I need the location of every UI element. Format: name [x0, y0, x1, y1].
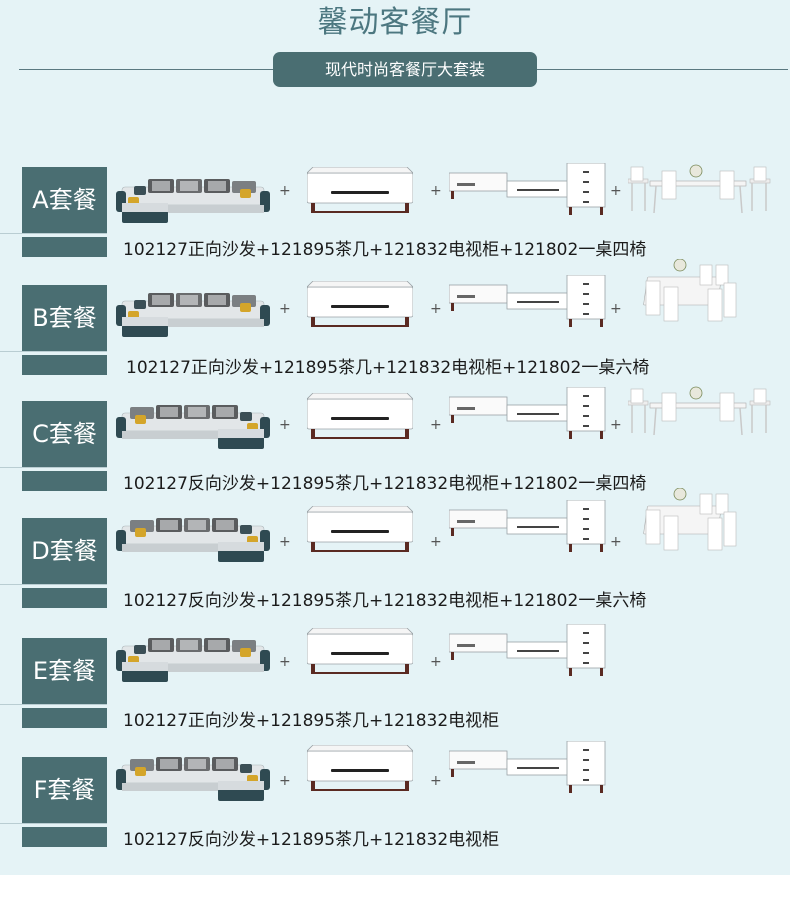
coffee-table-icon [307, 628, 413, 675]
sofa-icon [116, 404, 270, 450]
label-bar [22, 827, 107, 847]
coffee-table-icon [307, 281, 413, 328]
package-description: 102127反向沙发+121895茶几+121832电视柜 [123, 830, 500, 850]
label-divider [0, 584, 107, 585]
plus-sign: + [610, 183, 622, 199]
tv-cabinet-icon [449, 387, 606, 440]
plus-sign: + [610, 417, 622, 433]
coffee-table-icon [307, 745, 413, 792]
sofa-icon [116, 178, 270, 224]
sofa-icon [116, 637, 270, 683]
package-label: B套餐 [22, 285, 107, 351]
package-row-d[interactable]: D套餐 + + + 102127反向沙发+121895茶几+121832电视柜+… [0, 488, 790, 633]
plus-sign: + [430, 417, 442, 433]
package-description: 102127正向沙发+121895茶几+121832电视柜 [123, 711, 500, 731]
label-bar [22, 588, 107, 608]
label-bar [22, 708, 107, 728]
coffee-table-icon [307, 393, 413, 440]
label-bar [22, 471, 107, 491]
plus-sign: + [430, 654, 442, 670]
tv-cabinet-icon [449, 275, 606, 328]
dining-set-icon [628, 164, 771, 214]
label-divider [0, 704, 107, 705]
package-row-a[interactable]: A套餐 + + + 102127正向沙发+121895茶几+121832电视柜+… [0, 163, 790, 282]
label-divider [0, 233, 107, 234]
tv-cabinet-icon [449, 163, 606, 216]
package-list-panel: 馨动客餐厅 现代时尚客餐厅大套装 A套餐 + + + 102127正向沙发+12… [0, 0, 790, 875]
subtitle-badge: 现代时尚客餐厅大套装 [273, 52, 537, 87]
label-bar [22, 355, 107, 375]
label-bar [22, 237, 107, 257]
package-label: A套餐 [22, 167, 107, 233]
plus-sign: + [279, 417, 291, 433]
sofa-icon [116, 292, 270, 338]
plus-sign: + [279, 183, 291, 199]
label-divider [0, 467, 107, 468]
plus-sign: + [430, 534, 442, 550]
package-description: 102127反向沙发+121895茶几+121832电视柜+121802一桌六椅 [123, 591, 647, 611]
plus-sign: + [610, 301, 622, 317]
plus-sign: + [430, 183, 442, 199]
dining-set-icon [643, 259, 737, 322]
package-label: D套餐 [22, 518, 107, 584]
dining-set-icon [643, 488, 737, 551]
plus-sign: + [279, 654, 291, 670]
tv-cabinet-icon [449, 624, 606, 677]
coffee-table-icon [307, 167, 413, 214]
package-description: 102127反向沙发+121895茶几+121832电视柜+121802一桌四椅 [123, 474, 647, 494]
tv-cabinet-icon [449, 500, 606, 553]
package-row-e[interactable]: E套餐 + + 102127正向沙发+121895茶几+121832电视柜 [0, 624, 790, 753]
plus-sign: + [279, 301, 291, 317]
label-divider [0, 823, 107, 824]
sofa-icon [116, 756, 270, 802]
plus-sign: + [279, 773, 291, 789]
package-row-b[interactable]: B套餐 + + + 102127正向沙发+121895茶几+121832电视柜+… [0, 259, 790, 400]
plus-sign: + [279, 534, 291, 550]
plus-sign: + [610, 534, 622, 550]
package-label: C套餐 [22, 401, 107, 467]
package-label: F套餐 [22, 757, 107, 823]
package-row-c[interactable]: C套餐 + + + 102127反向沙发+121895茶几+121832电视柜+… [0, 386, 790, 516]
tv-cabinet-icon [449, 741, 606, 794]
coffee-table-icon [307, 506, 413, 553]
page-title: 馨动客餐厅 [317, 5, 473, 40]
dining-set-icon [628, 386, 771, 436]
package-label: E套餐 [22, 638, 107, 704]
label-divider [0, 351, 107, 352]
sofa-icon [116, 517, 270, 563]
package-description: 102127正向沙发+121895茶几+121832电视柜+121802一桌六椅 [126, 358, 650, 378]
package-row-f[interactable]: F套餐 + + 102127反向沙发+121895茶几+121832电视柜 [0, 741, 790, 872]
plus-sign: + [430, 773, 442, 789]
package-description: 102127正向沙发+121895茶几+121832电视柜+121802一桌四椅 [123, 240, 647, 260]
plus-sign: + [430, 301, 442, 317]
